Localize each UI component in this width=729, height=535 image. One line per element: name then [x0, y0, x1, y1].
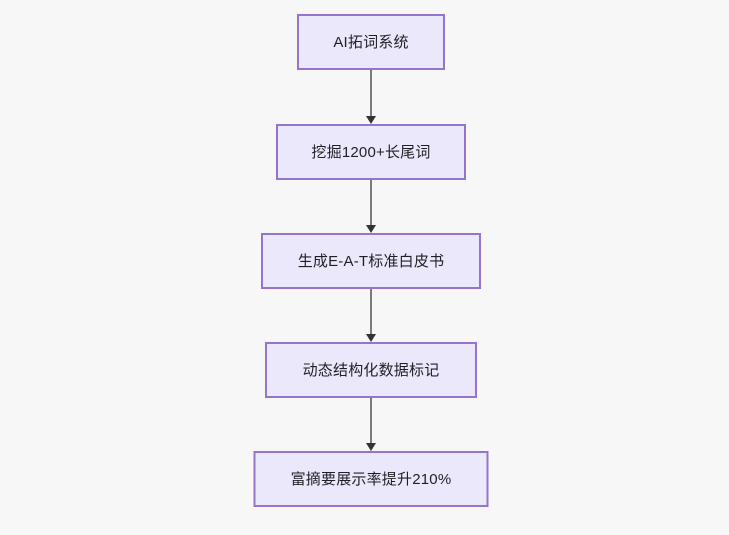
edge-n4-n5: [364, 398, 378, 451]
edge-line: [370, 70, 372, 116]
edge-n2-n3: [364, 180, 378, 233]
flow-node-label: 富摘要展示率提升210%: [290, 470, 452, 488]
flow-node-ai-keyword-system[interactable]: AI拓词系统: [297, 14, 445, 70]
flow-node-label: 生成E-A-T标准白皮书: [297, 252, 445, 270]
flow-node-rich-snippet-impression-lift[interactable]: 富摘要展示率提升210%: [253, 451, 489, 507]
flow-node-generate-eat-whitepaper[interactable]: 生成E-A-T标准白皮书: [261, 233, 481, 289]
edge-line: [370, 398, 372, 443]
edge-line: [370, 289, 372, 334]
arrowhead-icon: [366, 334, 376, 342]
flow-node-mine-longtail-keywords[interactable]: 挖掘1200+长尾词: [276, 124, 466, 180]
flow-node-label: 动态结构化数据标记: [302, 361, 440, 379]
arrowhead-icon: [366, 225, 376, 233]
arrowhead-icon: [366, 443, 376, 451]
edge-n1-n2: [364, 70, 378, 124]
flow-node-label: 挖掘1200+长尾词: [311, 143, 431, 161]
edge-line: [370, 180, 372, 225]
flow-node-dynamic-structured-data-markup[interactable]: 动态结构化数据标记: [265, 342, 477, 398]
arrowhead-icon: [366, 116, 376, 124]
edge-n3-n4: [364, 289, 378, 342]
flow-node-label: AI拓词系统: [333, 33, 409, 51]
